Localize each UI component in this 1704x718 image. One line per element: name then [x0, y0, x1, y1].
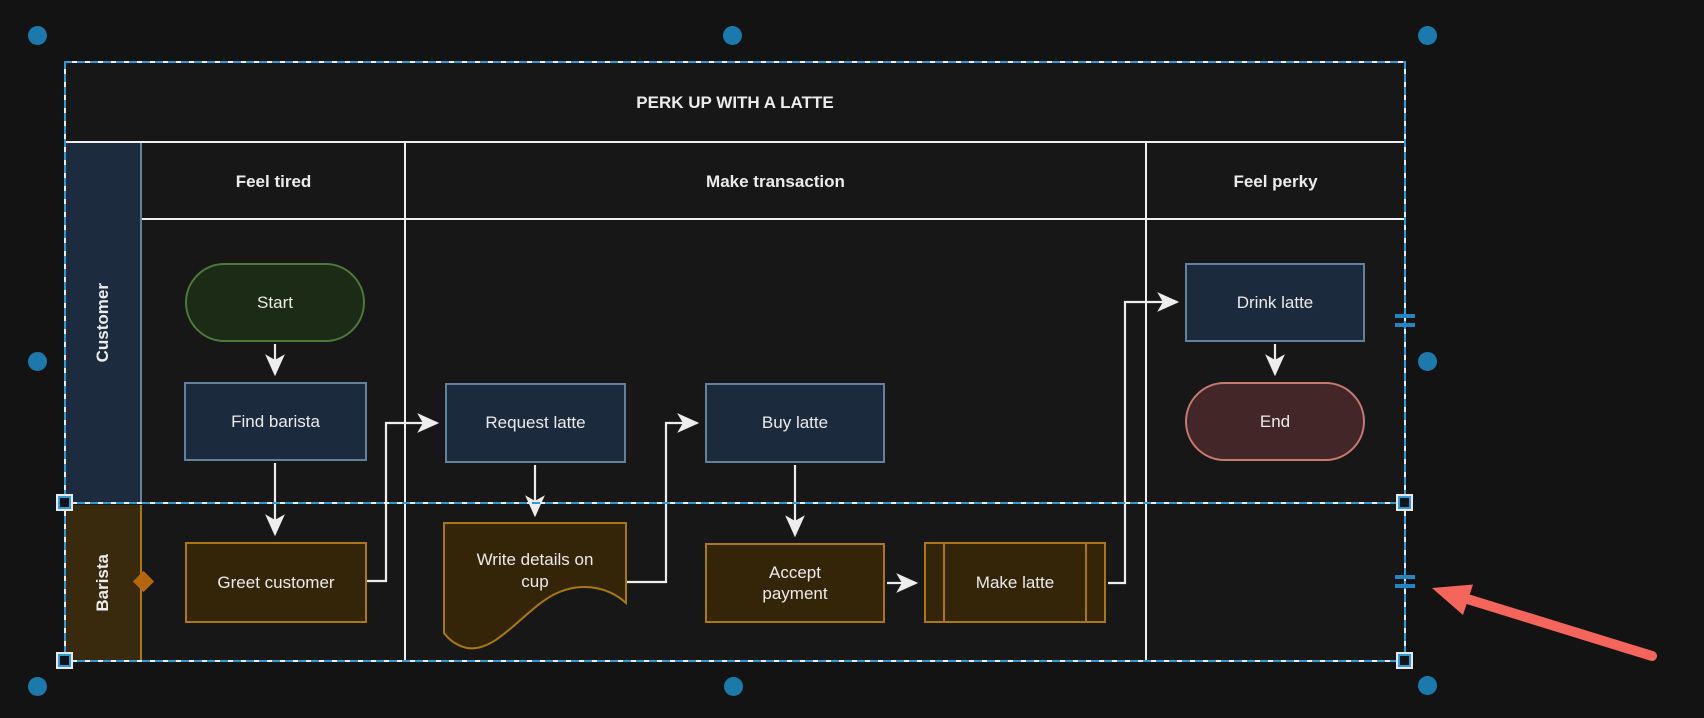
node-request-latte[interactable]: Request latte — [445, 383, 626, 463]
barista-lane-selection-border-top — [64, 502, 1406, 504]
canvas-dot-top-left[interactable] — [28, 26, 47, 45]
canvas-dot-bottom-left[interactable] — [28, 677, 47, 696]
lane-resize-handle-bottom-right[interactable] — [1398, 654, 1411, 667]
node-buy-latte[interactable]: Buy latte — [705, 383, 885, 463]
phase-label: Make transaction — [706, 171, 845, 191]
node-label: Make latte — [975, 572, 1055, 592]
phase-label: Feel tired — [235, 171, 312, 191]
barista-lane-resize-bars[interactable] — [1395, 575, 1415, 588]
lane-resize-handle-top-left[interactable] — [58, 496, 71, 509]
canvas-dot-top-right[interactable] — [1418, 26, 1437, 45]
canvas-dot-bottom-right[interactable] — [1418, 676, 1437, 695]
lane-label-text: Barista — [92, 553, 112, 612]
predefined-process-bar-left — [943, 544, 945, 621]
node-greet-customer[interactable]: Greet customer — [185, 542, 367, 623]
phase-divider-line-1 — [404, 143, 406, 662]
lane-label-customer[interactable]: Customer — [65, 143, 142, 503]
node-label: Greet customer — [217, 572, 335, 592]
node-make-latte[interactable]: Make latte — [924, 542, 1106, 623]
node-start[interactable]: Start — [185, 263, 365, 342]
phase-header-make-transaction[interactable]: Make transaction — [405, 143, 1146, 220]
pool-title[interactable]: PERK UP WITH A LATTE — [65, 62, 1405, 143]
pool-selection-border-right — [1404, 61, 1406, 662]
node-label: Write details on cup — [476, 550, 594, 591]
phase-header-feel-perky[interactable]: Feel perky — [1146, 143, 1405, 220]
lane-resize-handle-bottom-left[interactable] — [58, 654, 71, 667]
title-divider-line — [65, 141, 1405, 143]
canvas-dot-bottom-center[interactable] — [724, 677, 743, 696]
canvas-dot-top-center[interactable] — [723, 26, 742, 45]
pool-selection-border-top — [64, 61, 1406, 63]
barista-lane-selection-border-bottom — [64, 660, 1406, 662]
pool-title-label: PERK UP WITH A LATTE — [636, 92, 834, 112]
canvas-dot-middle-right[interactable] — [1418, 352, 1437, 371]
node-label: Drink latte — [1236, 292, 1314, 312]
node-label: Buy latte — [761, 413, 829, 433]
node-write-details-label: Write details on cup — [454, 528, 616, 613]
node-label: Start — [257, 292, 293, 312]
node-label: Find barista — [231, 411, 320, 431]
phase-label: Feel perky — [1233, 171, 1318, 191]
customer-lane-resize-bars[interactable] — [1395, 314, 1415, 327]
lane-label-barista[interactable]: Barista — [65, 505, 142, 660]
phase-header-feel-tired[interactable]: Feel tired — [142, 143, 405, 220]
node-accept-payment[interactable]: Accept payment — [705, 543, 885, 623]
predefined-process-bar-right — [1085, 544, 1087, 621]
node-label: Accept payment — [762, 562, 828, 603]
lane-label-text: Customer — [92, 283, 112, 363]
pool-selection-border-left — [64, 61, 66, 662]
lane-resize-handle-top-right[interactable] — [1398, 496, 1411, 509]
node-label: Request latte — [485, 413, 586, 433]
header-divider-line — [142, 218, 1405, 220]
annotation-arrow — [1432, 584, 1657, 661]
node-end[interactable]: End — [1185, 382, 1365, 461]
node-label: End — [1259, 411, 1291, 431]
node-find-barista[interactable]: Find barista — [184, 382, 367, 461]
node-drink-latte[interactable]: Drink latte — [1185, 263, 1365, 342]
canvas-dot-middle-left[interactable] — [28, 352, 47, 371]
phase-divider-line-2 — [1145, 143, 1147, 662]
